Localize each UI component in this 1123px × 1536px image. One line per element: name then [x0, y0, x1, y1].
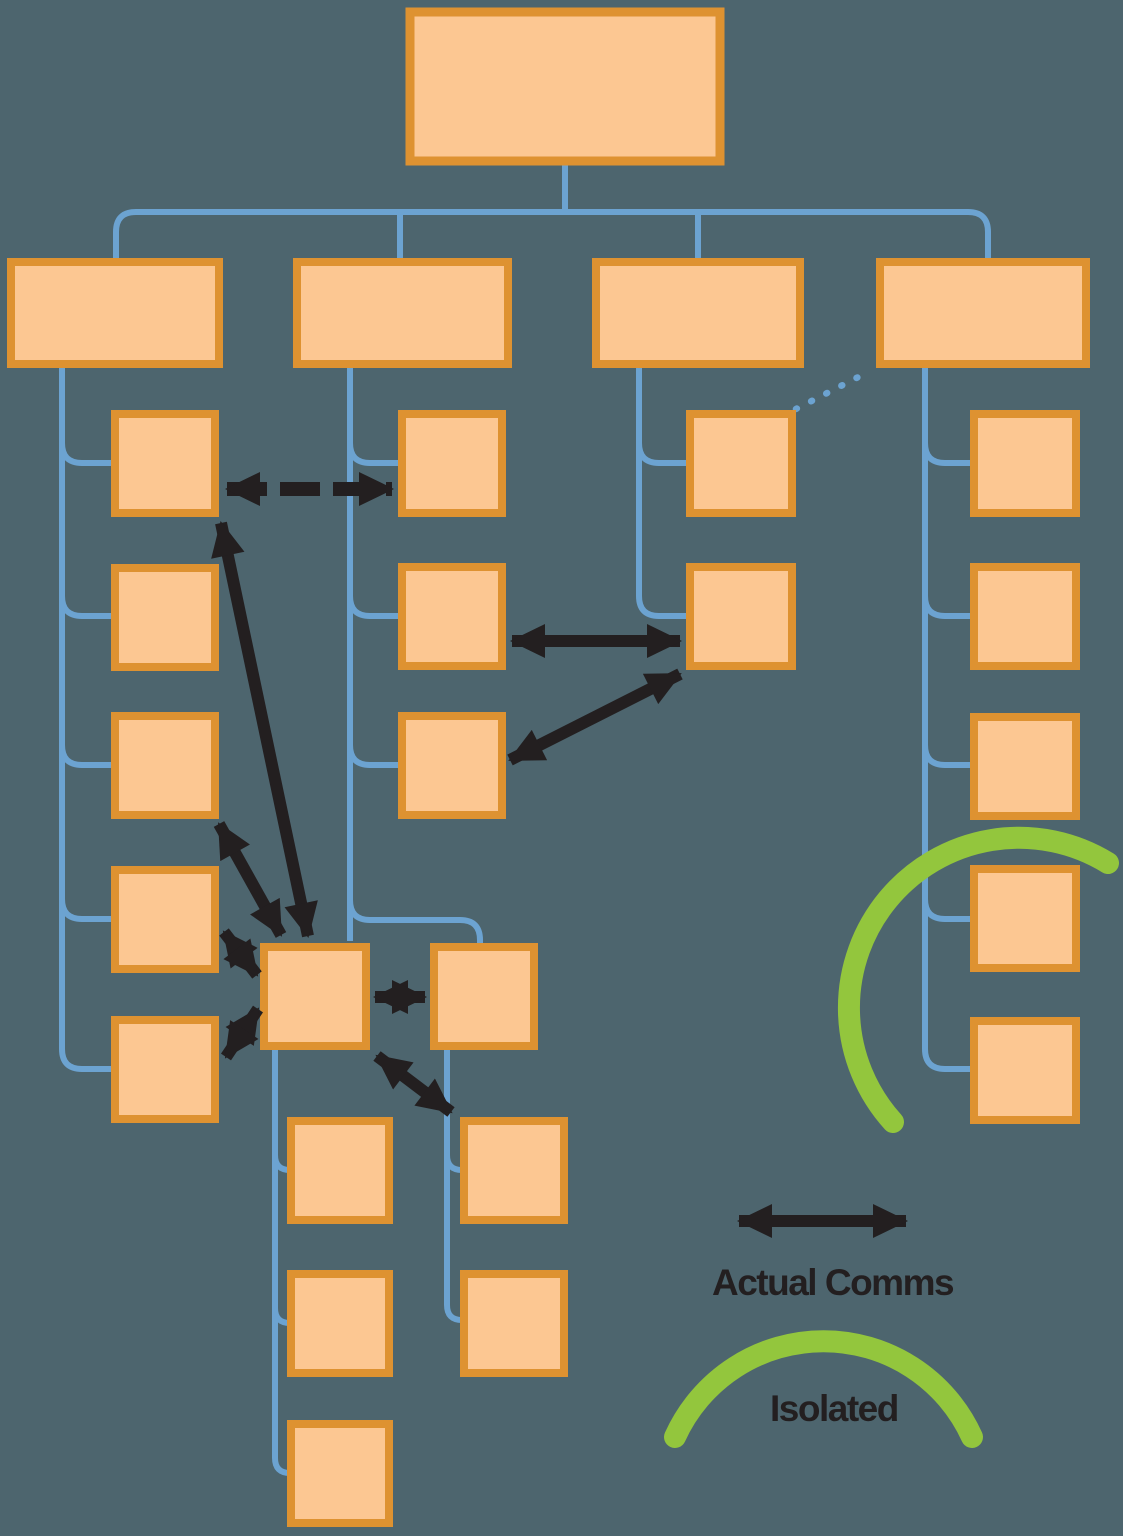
node-branch-1 [7, 258, 223, 368]
comms-arrow-hub-b1c5 [221, 1005, 263, 1061]
node-branch4-child-1 [970, 410, 1080, 517]
comms-arrow-b1c3-hub [213, 821, 287, 938]
legend-isolated-label: Isolated [770, 1388, 898, 1429]
connector-branch1-stub4 [59, 898, 113, 922]
node-hub-partner [430, 943, 538, 1050]
node-branch4-child-2 [970, 563, 1080, 670]
connector-branch3-trunk [636, 368, 688, 619]
node-branch1-child-4 [111, 866, 219, 973]
node-hub-child-2 [287, 1270, 393, 1377]
connector-branch4-trunk [922, 368, 972, 1072]
connector-hub-children-trunk [272, 1050, 292, 1476]
connector-hub-partner-tee [347, 899, 483, 943]
node-branch1-child-1 [111, 410, 219, 517]
node-branch-4 [876, 258, 1090, 368]
connector-dotted-branch3-to-branch4 [792, 367, 874, 413]
node-branch2-child-1 [398, 410, 506, 517]
node-hub [260, 943, 370, 1050]
legend-isolated-arc-icon [664, 1330, 983, 1448]
connector-branch1-stub3 [59, 744, 113, 768]
connector-branch1-stub2 [59, 595, 113, 619]
comms-arrow-b2c3-b3c2 [507, 668, 683, 766]
connector-branch2-stub1 [347, 442, 400, 466]
node-branch-3 [592, 258, 804, 368]
connector-branch4-stub4 [922, 898, 972, 922]
node-branch-2 [293, 258, 512, 368]
connector-branch3-stub1 [636, 442, 688, 466]
node-hub-child-1 [287, 1117, 393, 1224]
node-branch4-child-5 [970, 1017, 1080, 1124]
node-branch4-child-3 [970, 713, 1080, 820]
connector-branch2-stub3 [347, 744, 400, 768]
node-hub-child-3 [287, 1420, 393, 1527]
connector-branch1-stub1 [59, 442, 113, 466]
connector-branch4-stub1 [922, 442, 972, 466]
connector-branch2-stub2 [347, 595, 400, 619]
comms-arrow-b1c1-hub [211, 521, 318, 938]
node-branch2-child-2 [398, 563, 506, 670]
connector-top-trunk [113, 209, 991, 258]
node-partner-child-2 [460, 1270, 568, 1377]
node-branch3-child-2 [686, 563, 796, 670]
comms-arrows [211, 472, 683, 1117]
comms-arrow-b1c4-hub [219, 928, 262, 979]
connector-branch1-trunk [59, 368, 113, 1072]
node-partner-child-1 [460, 1117, 568, 1224]
connector-branch4-stub3 [922, 744, 972, 768]
legend-actual-comms-label: Actual Comms [712, 1262, 954, 1303]
node-root [405, 7, 725, 166]
isolation-overlay [837, 826, 1119, 1133]
isolated-arc-branch4-children [837, 826, 1119, 1133]
node-branch2-child-3 [398, 712, 506, 819]
connector-branch4-stub2 [922, 595, 972, 619]
comms-arrow-hub-partnerchild1 [373, 1051, 455, 1117]
org-nodes [7, 7, 1090, 1527]
node-branch1-child-5 [111, 1016, 219, 1123]
node-branch1-child-2 [111, 564, 219, 671]
legend: Actual Comms Isolated [664, 1204, 983, 1448]
node-branch4-child-4 [970, 865, 1080, 972]
node-branch3-child-1 [686, 410, 796, 517]
node-branch1-child-3 [111, 712, 219, 819]
